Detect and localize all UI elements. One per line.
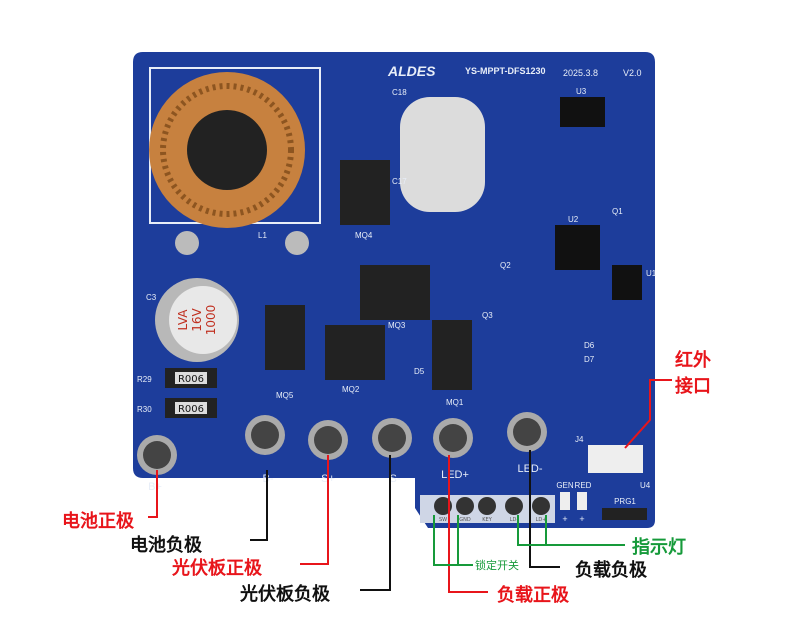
label-battery-positive: 电池正极 (62, 511, 134, 532)
label-lock-switch: 锁定开关 (475, 559, 519, 572)
svg-text:R006: R006 (178, 404, 204, 415)
svg-text:PRG1: PRG1 (614, 497, 636, 506)
svg-text:MQ2: MQ2 (342, 385, 360, 394)
svg-text:U4: U4 (640, 481, 651, 490)
label-ir-port-line1: 红外 (675, 350, 711, 371)
svg-text:R29: R29 (137, 375, 152, 384)
label-indicator-light: 指示灯 (632, 537, 686, 558)
svg-text:D5: D5 (414, 367, 425, 376)
svg-text:C18: C18 (392, 88, 407, 97)
svg-text:2025.3.8: 2025.3.8 (563, 68, 598, 78)
label-load-negative: 负载负极 (575, 560, 647, 581)
svg-text:LVA: LVA (176, 309, 190, 331)
ic-u3 (560, 97, 605, 127)
svg-text:S-: S- (390, 473, 401, 485)
svg-text:Q1: Q1 (612, 207, 623, 216)
svg-text:+: + (562, 514, 567, 524)
svg-text:GEN: GEN (556, 481, 574, 490)
svg-text:MQ4: MQ4 (355, 231, 373, 240)
svg-text:R006: R006 (178, 374, 204, 385)
svg-text:SW: SW (439, 517, 447, 523)
svg-text:LD+: LD+ (536, 517, 547, 523)
svg-text:16V: 16V (190, 307, 204, 331)
svg-text:C3: C3 (146, 293, 157, 302)
svg-text:R30: R30 (137, 405, 152, 414)
svg-text:U1: U1 (646, 269, 657, 278)
capacitor-c18 (400, 97, 485, 212)
svg-text:D6: D6 (584, 341, 595, 350)
svg-text:B-: B- (263, 473, 274, 485)
svg-text:RED: RED (575, 481, 592, 490)
ic-u2 (555, 225, 600, 270)
svg-text:MQ3: MQ3 (388, 321, 406, 330)
svg-text:MQ5: MQ5 (276, 391, 294, 400)
svg-text:MQ1: MQ1 (446, 398, 464, 407)
svg-text:V2.0: V2.0 (623, 68, 642, 78)
svg-text:GND: GND (459, 517, 471, 523)
svg-text:U2: U2 (568, 215, 579, 224)
svg-text:L1: L1 (258, 231, 267, 240)
terminal-pads (137, 412, 547, 475)
label-ir-port-line2: 接口 (675, 376, 711, 397)
svg-text:J4: J4 (575, 435, 584, 444)
svg-text:ALDES: ALDES (387, 63, 436, 79)
label-solar-negative: 光伏板负极 (240, 584, 330, 605)
label-battery-negative: 电池负极 (130, 535, 202, 556)
svg-text:+: + (579, 514, 584, 524)
svg-text:LED+: LED+ (441, 469, 469, 481)
ir-connector (588, 445, 643, 473)
svg-text:KEY: KEY (482, 517, 492, 523)
svg-text:Q2: Q2 (500, 261, 511, 270)
svg-text:D7: D7 (584, 355, 595, 364)
svg-text:1000: 1000 (204, 305, 218, 336)
svg-text:B+: B+ (148, 481, 162, 493)
svg-text:LD-: LD- (510, 517, 519, 523)
svg-text:YS-MPPT-DFS1230: YS-MPPT-DFS1230 (465, 66, 546, 76)
label-solar-positive: 光伏板正极 (172, 558, 262, 579)
svg-text:C17: C17 (392, 177, 407, 186)
svg-text:U3: U3 (576, 87, 587, 96)
label-load-positive: 负载正极 (497, 585, 569, 606)
svg-text:Q3: Q3 (482, 311, 493, 320)
